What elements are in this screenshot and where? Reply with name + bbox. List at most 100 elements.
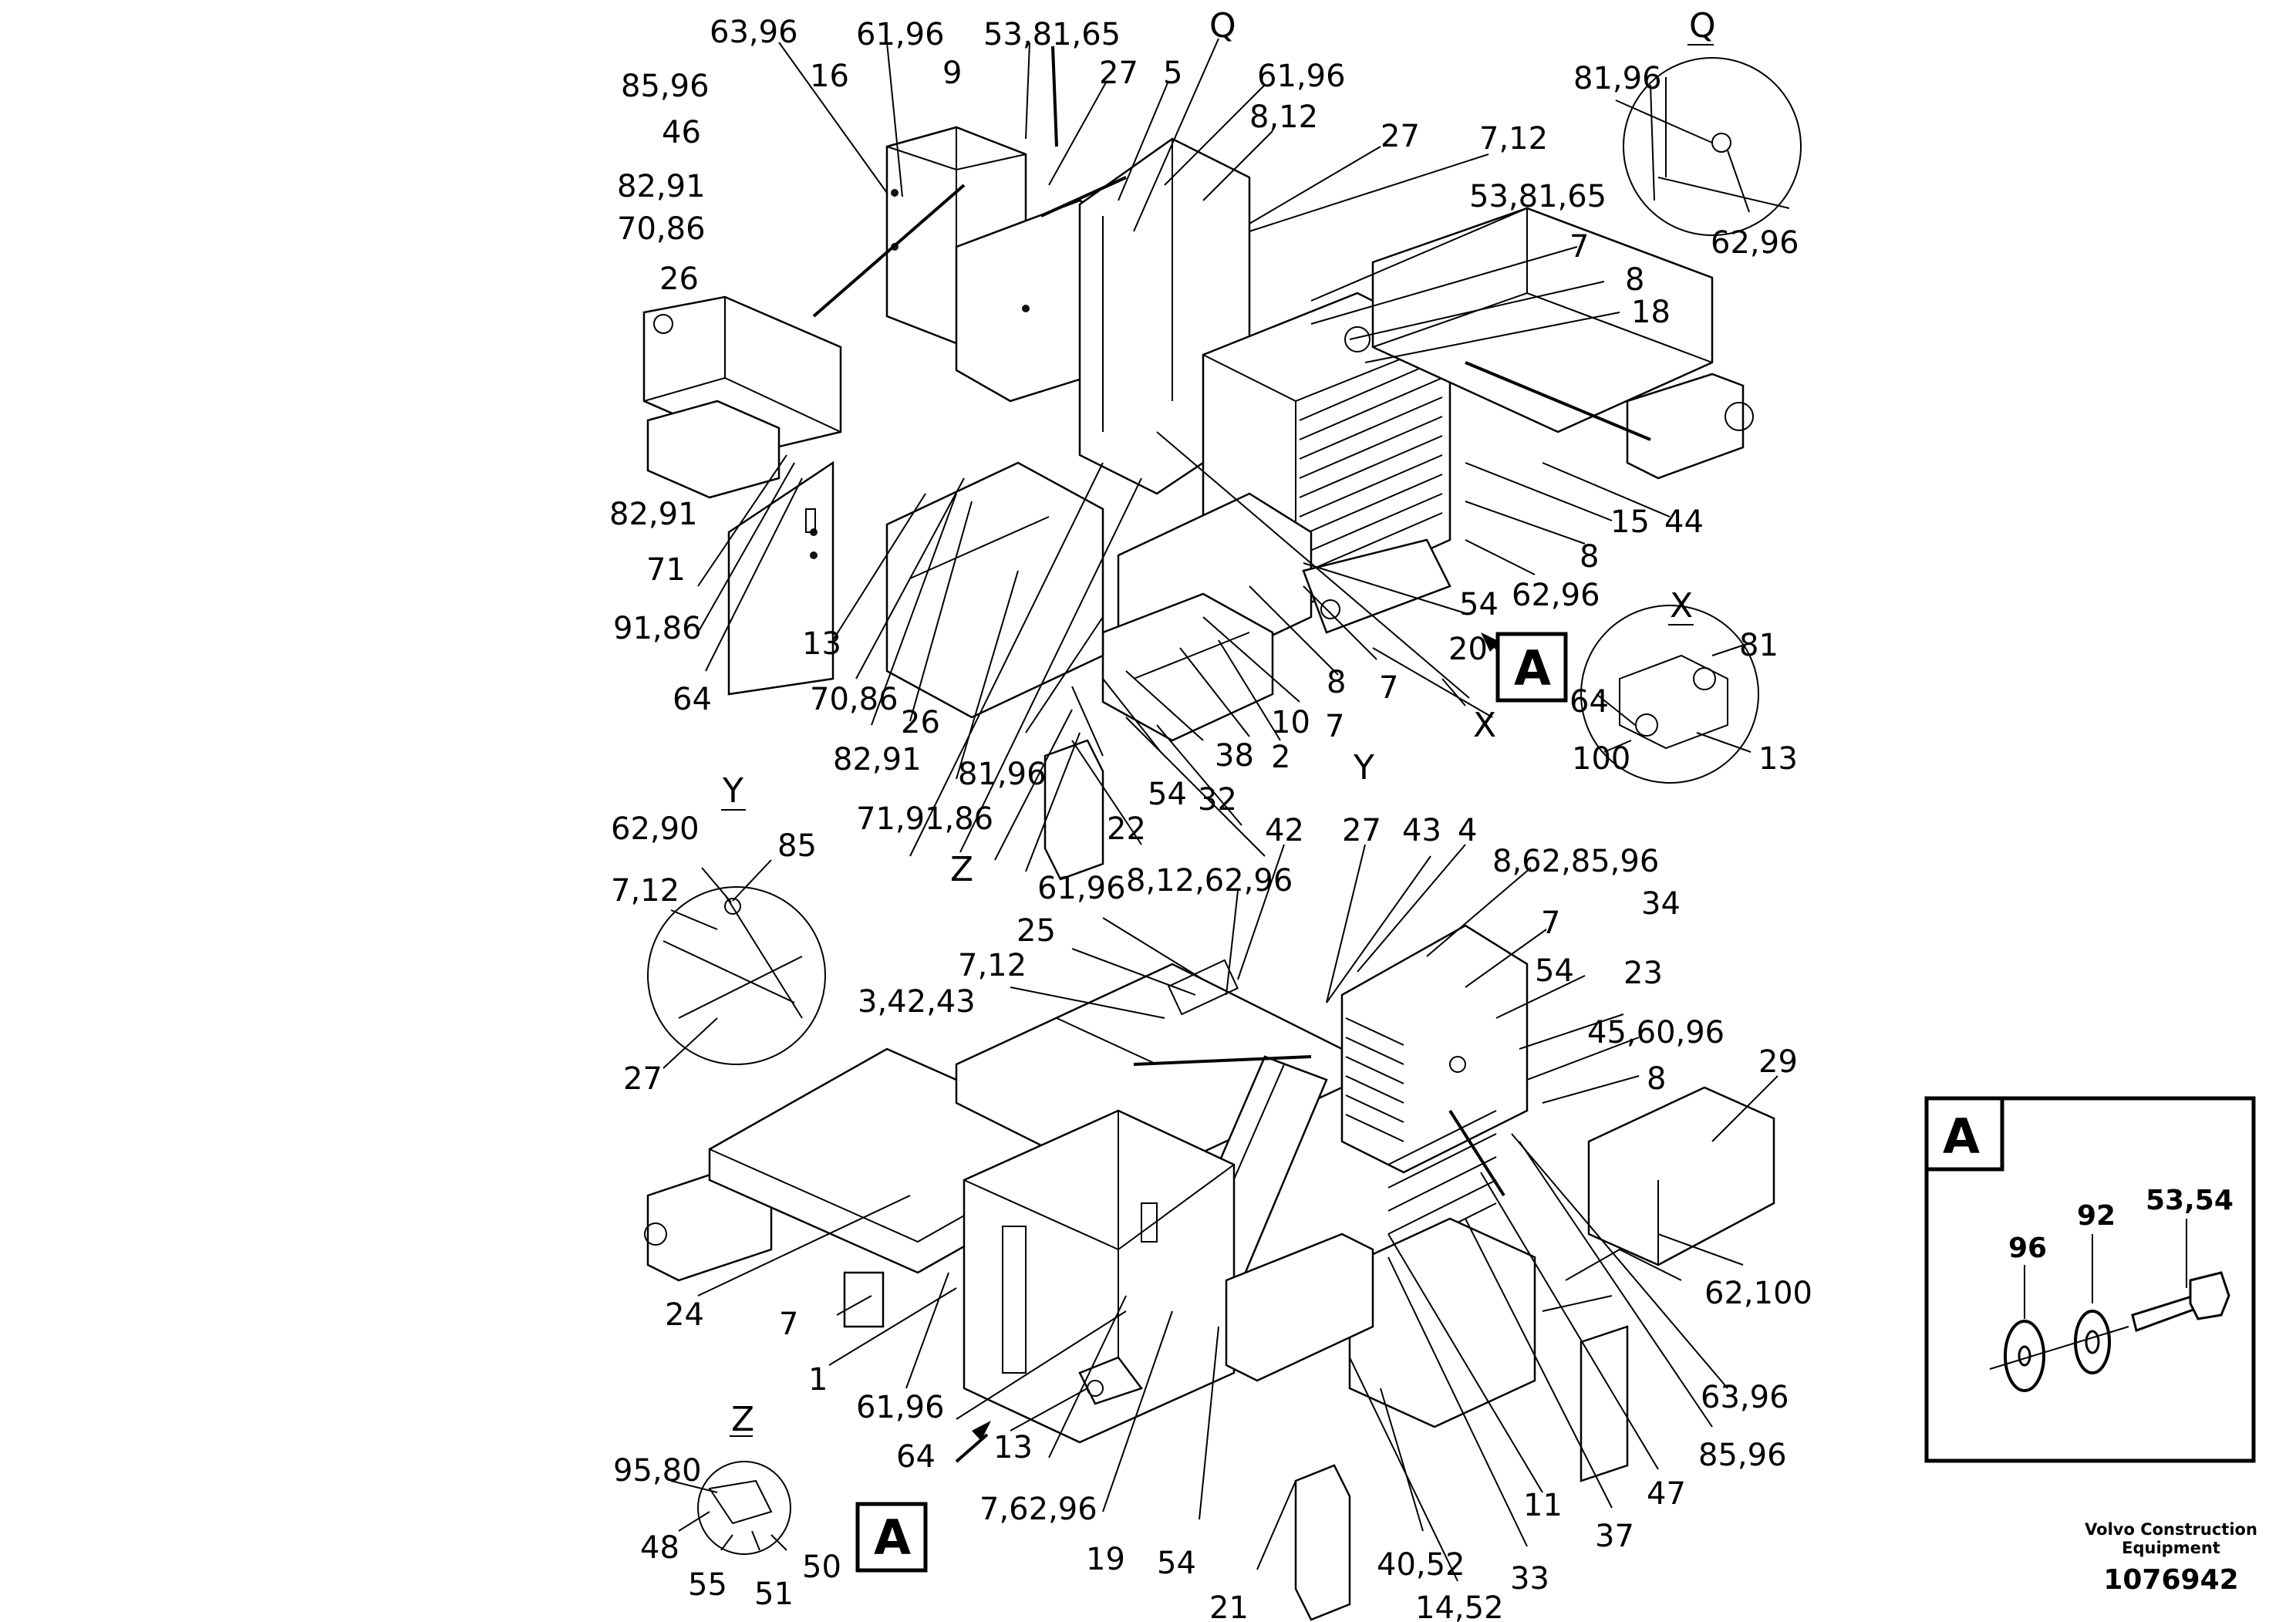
callout-label: 82,91 <box>609 497 698 532</box>
callout-label: 11 <box>1523 1488 1563 1523</box>
footer: Volvo Construction Equipment 1076942 <box>2085 1520 2257 1596</box>
view-marker-q-detail: Q <box>1689 6 1716 46</box>
leader-lines-lower <box>697 844 1778 1582</box>
callout-label: 13 <box>993 1430 1033 1465</box>
callout-label: 47 <box>1647 1476 1686 1512</box>
detail-a-item-washer: 96 <box>2008 1233 2047 1264</box>
callout-label: 7 <box>1379 670 1398 706</box>
callout-label: 33 <box>1510 1561 1549 1597</box>
callout-label: 8 <box>1327 665 1346 700</box>
view-marker-q-main: Q <box>1209 6 1236 46</box>
detail-labels: 81,96 62,96 81 64 100 13 62,90 85 7,12 2… <box>611 61 1799 1612</box>
callout-label: 81,96 <box>1573 61 1662 96</box>
callouts-upper: 63,96 61,96 53,81,65 27 5 61,96 8,12 27 … <box>609 15 1704 847</box>
view-marker-y-main: Y <box>1353 748 1374 787</box>
callout-label: 62,90 <box>611 811 700 847</box>
callout-label: 13 <box>1758 741 1798 777</box>
callout-label: 81,96 <box>958 757 1047 792</box>
view-marker-z-main: Z <box>950 850 973 889</box>
callout-label: 70,86 <box>617 211 706 247</box>
callout-label: 22 <box>1107 811 1146 847</box>
callout-label: 55 <box>688 1567 727 1603</box>
detail-a-item-bolt: 53,54 <box>2146 1185 2234 1216</box>
callout-label: 20 <box>1448 632 1488 667</box>
callout-label: 25 <box>1017 913 1056 949</box>
callout-label: 70,86 <box>810 682 899 717</box>
callout-label: 81 <box>1739 628 1778 663</box>
callout-label: 91,86 <box>613 611 702 646</box>
callout-label: 61,96 <box>856 1390 945 1425</box>
callout-label: 63,96 <box>710 15 798 50</box>
view-marker-x-main: X <box>1473 706 1496 745</box>
callout-label: 27 <box>1099 56 1138 91</box>
callout-label: 45,60,96 <box>1587 1015 1725 1050</box>
a-marker-box-upper <box>1495 632 1568 703</box>
view-marker-z-detail: Z <box>731 1400 754 1439</box>
callout-label: 16 <box>810 59 849 94</box>
callout-label: 7 <box>779 1307 798 1342</box>
callout-label: 8 <box>1625 262 1644 298</box>
callout-label: 71,91,86 <box>856 801 993 837</box>
detail-q <box>1615 57 1802 236</box>
callout-label: 8 <box>1647 1061 1666 1097</box>
detail-x <box>1580 605 1759 784</box>
callout-label: 44 <box>1664 504 1704 540</box>
louvres-upper <box>1299 358 1443 575</box>
detail-a-item-spacer: 92 <box>2077 1200 2116 1232</box>
callout-label: 64 <box>1569 684 1609 720</box>
callout-label: 7 <box>1569 229 1589 265</box>
callout-label: 62,96 <box>1711 225 1799 261</box>
callout-label: 9 <box>942 56 962 91</box>
callout-label: 18 <box>1631 295 1671 330</box>
callouts-lower: 42 27 43 4 8,62,85,96 7 34 54 23 45,60,9… <box>665 813 1812 1622</box>
detail-a-panel <box>1924 1096 2256 1463</box>
callout-label: 7,12 <box>611 873 679 909</box>
callout-label: 71 <box>646 552 686 588</box>
callout-label: 7,12 <box>1479 121 1548 157</box>
callout-label: 64 <box>673 682 712 717</box>
callout-label: 34 <box>1641 886 1681 922</box>
callout-label: 53,81,65 <box>1469 179 1607 214</box>
callout-label: 8,12,62,96 <box>1126 863 1293 899</box>
callout-label: 54 <box>1148 777 1187 812</box>
callout-label: 43 <box>1402 813 1441 848</box>
callout-label: 32 <box>1198 782 1237 818</box>
callout-label: 27 <box>623 1061 663 1097</box>
upper-assembly <box>642 46 1754 881</box>
callout-label: 50 <box>802 1549 841 1585</box>
callout-label: 7 <box>1325 709 1344 744</box>
view-marker-x-detail: X <box>1670 586 1693 626</box>
callout-label: 42 <box>1265 813 1304 848</box>
callout-label: 85,96 <box>1698 1438 1787 1473</box>
callout-label: 5 <box>1163 56 1182 91</box>
callout-label: 82,91 <box>617 169 706 204</box>
callout-label: 27 <box>1381 119 1420 154</box>
view-markers: Q Q X X Y Y Z Z A A <box>721 6 1716 1566</box>
callout-label: 85,96 <box>621 69 710 104</box>
callout-label: 26 <box>901 705 940 740</box>
view-marker-a-lower: A <box>874 1509 911 1566</box>
callout-label: 54 <box>1459 587 1499 622</box>
louvres-lower <box>1345 1017 1497 1258</box>
part-number: 1076942 <box>2103 1564 2238 1596</box>
callout-label: 8,12 <box>1249 99 1318 135</box>
detail-z <box>670 1461 791 1555</box>
callout-label: 1 <box>808 1362 828 1398</box>
callout-label: 51 <box>754 1576 794 1612</box>
callout-label: 64 <box>896 1439 936 1475</box>
callout-label: 7,12 <box>958 948 1027 983</box>
callout-label: 15 <box>1610 504 1650 540</box>
callout-label: 7 <box>1541 905 1560 941</box>
view-marker-y-detail: Y <box>722 771 743 811</box>
view-marker-a-upper: A <box>1514 640 1551 696</box>
callout-label: 63,96 <box>1701 1380 1789 1415</box>
callout-label: 8 <box>1580 539 1599 575</box>
callout-label: 7,62,96 <box>979 1492 1097 1527</box>
detail-y <box>647 859 826 1069</box>
callout-label: 48 <box>640 1530 679 1566</box>
callout-label: 3,42,43 <box>858 984 976 1020</box>
brand-line-1: Volvo Construction <box>2085 1520 2257 1539</box>
callout-label: 14,52 <box>1415 1590 1504 1622</box>
callout-label: 13 <box>802 626 841 662</box>
callout-label: 27 <box>1342 813 1381 848</box>
